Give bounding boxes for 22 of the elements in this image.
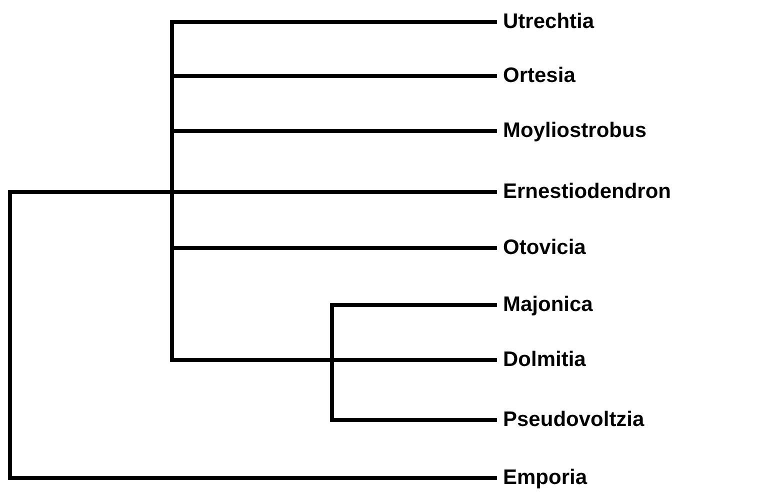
tree-branch — [12, 190, 170, 194]
clade-bar — [170, 20, 174, 362]
tree-branch — [174, 358, 497, 362]
tree-branch — [174, 190, 497, 194]
tree-branch — [12, 476, 497, 480]
tree-branch — [334, 418, 497, 422]
taxon-label: Pseudovoltzia — [497, 407, 644, 433]
taxon-label: Emporia — [497, 465, 588, 491]
taxon-label: Utrechtia — [497, 9, 594, 35]
tree-branch — [174, 129, 497, 133]
taxon-label: Moyliostrobus — [497, 118, 647, 144]
taxon-label: Ernestiodendron — [497, 179, 672, 205]
clade-bar — [330, 303, 334, 422]
taxon-label: Dolmitia — [497, 347, 586, 373]
tree-branch — [174, 246, 497, 250]
taxon-label: Majonica — [497, 292, 593, 318]
tree-branch — [174, 74, 497, 78]
tree-branch — [174, 20, 497, 24]
clade-bar — [8, 190, 12, 480]
taxon-label: Ortesia — [497, 63, 576, 89]
taxon-label: Otovicia — [497, 235, 586, 261]
tree-branch — [334, 303, 497, 307]
